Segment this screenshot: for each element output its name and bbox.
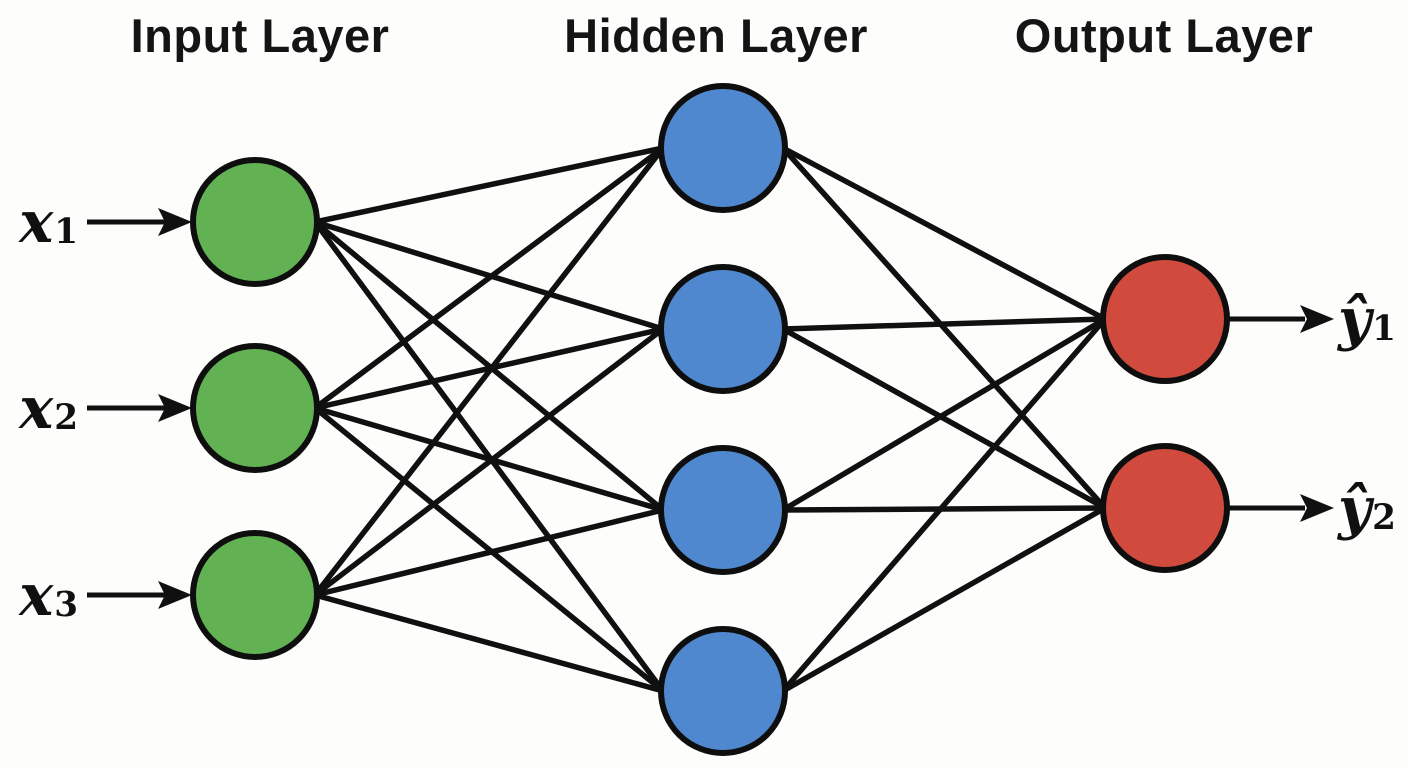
math-subscript: 2 — [1372, 498, 1396, 539]
input-arrowhead-icon — [158, 208, 192, 236]
math-base: x — [19, 188, 54, 256]
edge-input3-hidden3 — [314, 507, 664, 598]
input-node-2 — [190, 343, 320, 473]
edge-hidden4-output2 — [781, 505, 1107, 694]
math-subscript: 1 — [54, 212, 78, 253]
output-arrowhead-icon — [1300, 494, 1334, 522]
edge-hidden1-output1 — [781, 145, 1107, 322]
math-subscript: 3 — [54, 585, 78, 626]
math-subscript: 1 — [1372, 309, 1396, 350]
hidden-node-3 — [658, 445, 788, 575]
edge-hidden3-output1 — [781, 316, 1107, 513]
math-base: ŷ — [1338, 285, 1372, 353]
edge-hidden4-output1 — [780, 317, 1108, 693]
edge-input3-hidden2 — [313, 326, 665, 598]
input-node-3 — [190, 530, 320, 660]
edge-hidden2-output2 — [781, 326, 1107, 511]
math-base: x — [19, 374, 54, 442]
hidden-layer-title: Hidden Layer — [564, 9, 868, 62]
edge-hidden2-output1 — [782, 316, 1106, 332]
hidden-node-4 — [658, 626, 788, 756]
input-arrowhead-icon — [158, 394, 192, 422]
input-arrowhead-icon — [158, 581, 192, 609]
input-layer-title: Input Layer — [130, 9, 390, 62]
hidden-node-1 — [658, 83, 788, 213]
edge-input2-hidden4 — [313, 405, 665, 694]
edge-input3-hidden1 — [312, 146, 666, 597]
math-base: x — [19, 561, 54, 629]
math-base: ŷ — [1338, 474, 1372, 542]
output-node-2 — [1100, 443, 1230, 573]
input-node-1 — [190, 157, 320, 287]
hidden-node-2 — [658, 264, 788, 394]
math-subscript: 2 — [54, 398, 78, 439]
edge-input1-hidden1 — [314, 145, 664, 225]
edge-hidden1-output2 — [780, 146, 1108, 510]
output-arrowhead-icon — [1300, 305, 1334, 333]
output-node-1 — [1100, 254, 1230, 384]
output-layer-title: Output Layer — [1014, 9, 1314, 62]
edge-input2-hidden1 — [313, 145, 665, 411]
edge-input3-hidden4 — [314, 592, 664, 694]
